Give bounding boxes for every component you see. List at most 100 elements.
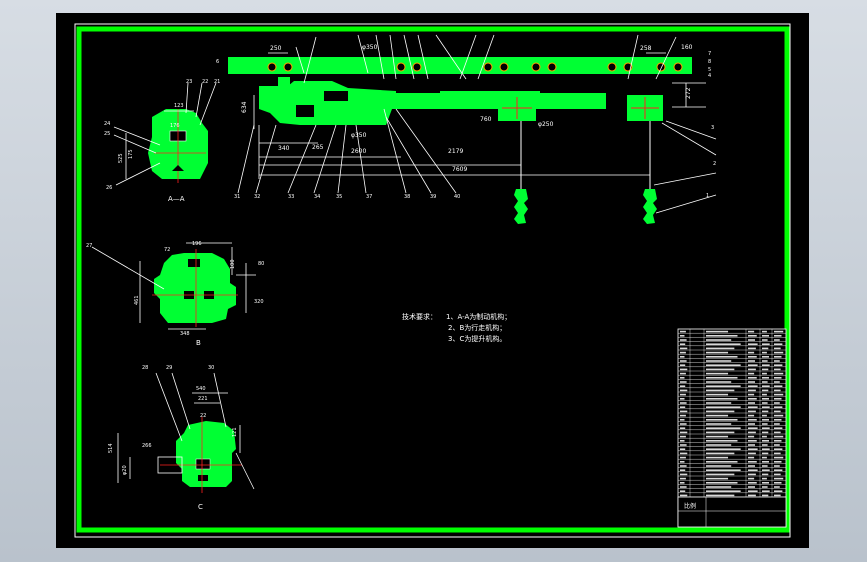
dim-525: 525 bbox=[118, 153, 124, 163]
drive-housing bbox=[259, 81, 412, 125]
beam-hole bbox=[483, 62, 493, 72]
parts-entry-mark bbox=[748, 343, 758, 345]
parts-entry-mark bbox=[706, 402, 732, 404]
parts-entry-mark bbox=[706, 431, 735, 434]
leader bbox=[627, 34, 639, 80]
dim-265: 265 bbox=[312, 144, 324, 151]
dimension-text: 250 258 160 634 340 265 2600 2179 7609 φ… bbox=[241, 44, 693, 173]
parts-entry-mark bbox=[706, 444, 732, 446]
parts-entry-mark bbox=[706, 456, 729, 459]
leader bbox=[389, 34, 397, 80]
parts-entry-mark bbox=[762, 410, 769, 413]
parts-entry-mark bbox=[762, 364, 770, 366]
parts-entry-mark bbox=[706, 335, 738, 337]
parts-entry-mark bbox=[748, 351, 755, 354]
parts-entry-mark bbox=[748, 444, 755, 446]
drawing-sheet[interactable]: 250 258 160 634 340 265 2600 2179 7609 φ… bbox=[56, 13, 809, 548]
parts-entry-mark bbox=[748, 360, 755, 362]
parts-entry-mark bbox=[762, 473, 769, 476]
parts-entry-mark bbox=[774, 465, 780, 467]
parts-entry-mark bbox=[706, 414, 729, 417]
leader bbox=[655, 194, 717, 214]
parts-entry-mark bbox=[680, 385, 686, 387]
dim-258: 258 bbox=[640, 45, 652, 52]
balloon-27: 27 bbox=[86, 243, 92, 249]
parts-entry-mark bbox=[748, 372, 755, 375]
body-window bbox=[188, 259, 200, 267]
parts-entry-mark bbox=[706, 372, 729, 375]
parts-entry-mark bbox=[762, 431, 769, 434]
parts-entry-mark bbox=[762, 469, 770, 471]
parts-entry-mark bbox=[680, 381, 687, 383]
beam-hole bbox=[547, 62, 557, 72]
parts-entry-mark bbox=[762, 389, 769, 392]
leader bbox=[383, 108, 407, 194]
leader bbox=[155, 372, 183, 442]
notes-heading: 技术要求： bbox=[402, 312, 437, 321]
parts-entry-mark bbox=[762, 406, 770, 408]
beam-hole bbox=[656, 62, 666, 72]
beam-hole bbox=[673, 62, 683, 72]
parts-entry-mark bbox=[762, 385, 770, 387]
aa-text: 23 22 21 24 25 26 123 525 175 176 bbox=[104, 79, 220, 191]
parts-entry-mark bbox=[680, 461, 685, 463]
parts-entry-mark bbox=[762, 330, 767, 333]
leader bbox=[237, 124, 255, 194]
parts-entry-mark bbox=[680, 456, 686, 459]
parts-entry-mark bbox=[706, 351, 729, 354]
leader-lines bbox=[237, 34, 717, 214]
parts-entry-mark bbox=[680, 368, 688, 371]
parts-entry-mark bbox=[748, 423, 755, 425]
parts-entry-mark bbox=[680, 356, 685, 358]
parts-entry-mark bbox=[774, 490, 783, 492]
parts-entry-mark bbox=[680, 402, 687, 404]
note-line-1: 1、A-A为制动机构； bbox=[446, 312, 511, 321]
parts-entry-mark bbox=[706, 465, 732, 467]
balloon-32: 32 bbox=[254, 194, 260, 200]
parts-entry-mark bbox=[762, 343, 770, 345]
balloon-21: 21 bbox=[214, 79, 220, 85]
parts-entry-mark bbox=[748, 435, 755, 438]
rail-roller bbox=[576, 95, 588, 103]
leader bbox=[385, 116, 432, 194]
c-dim-lines bbox=[117, 372, 255, 490]
parts-entry-mark bbox=[706, 419, 738, 421]
parts-entry-mark bbox=[706, 461, 738, 463]
view-c: 28 29 30 540 221 22 514 266 121 φ20 C bbox=[108, 365, 255, 511]
dim-100: 100 bbox=[230, 259, 236, 269]
parts-entry-mark bbox=[706, 360, 732, 362]
parts-entry-mark bbox=[774, 461, 782, 463]
parts-entry-mark bbox=[680, 419, 685, 421]
dim-2600: 2600 bbox=[351, 148, 366, 155]
c-text: 28 29 30 540 221 22 514 266 121 φ20 bbox=[108, 365, 238, 475]
dim-196: 196 bbox=[192, 241, 202, 247]
dim-phi350-b: φ350 bbox=[362, 44, 378, 51]
dim-340: 340 bbox=[278, 145, 290, 152]
parts-entry-mark bbox=[748, 427, 758, 429]
leader bbox=[199, 82, 217, 126]
parts-entry-mark bbox=[748, 414, 755, 417]
part-balloons-bottom: 31 32 33 34 35 37 38 39 40 bbox=[234, 194, 460, 200]
parts-entry-mark bbox=[748, 461, 757, 463]
parts-entry-mark bbox=[748, 448, 758, 450]
balloon-2: 2 bbox=[713, 161, 716, 167]
beam-hole bbox=[607, 62, 617, 72]
parts-entry-mark bbox=[706, 482, 738, 484]
carrier-rail-top bbox=[440, 91, 540, 95]
parts-entry-mark bbox=[774, 494, 781, 497]
parts-entry-mark bbox=[774, 406, 783, 408]
hook-block bbox=[514, 189, 528, 224]
parts-entry-mark bbox=[680, 406, 686, 408]
parts-entry-mark bbox=[748, 402, 755, 404]
dim-72: 72 bbox=[164, 247, 170, 253]
parts-entry-mark bbox=[762, 381, 768, 383]
parts-entry-mark bbox=[762, 452, 769, 455]
parts-entry-mark bbox=[774, 452, 781, 455]
title-block bbox=[677, 496, 787, 528]
dim-121: 121 bbox=[232, 427, 238, 437]
beam-hole bbox=[267, 62, 277, 72]
dim-7609: 7609 bbox=[452, 166, 467, 173]
parts-entry-mark bbox=[706, 347, 735, 350]
parts-entry-mark bbox=[762, 427, 770, 429]
parts-entry-mark bbox=[748, 473, 756, 476]
